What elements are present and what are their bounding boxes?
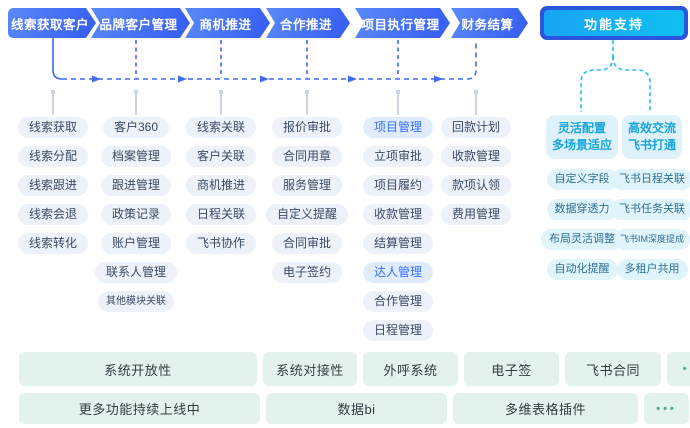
support-pill: 多租户共用: [616, 259, 688, 280]
flow-arrowhead-icon: [434, 75, 443, 83]
stage-arrow-oppty: 商机推进: [185, 8, 270, 38]
feature-pill: 政策记录: [100, 204, 171, 225]
column-leads: 线索获取 线索分配 线索跟进 线索会退 线索转化: [0, 117, 113, 254]
capability-box: 飞书合同: [565, 352, 661, 386]
feature-pill: 日程管理: [362, 320, 433, 341]
feature-pill: 合作管理: [362, 291, 433, 312]
feature-pill: 客户360: [102, 117, 170, 138]
capability-box: 更多功能持续上线中: [19, 393, 260, 424]
support-pill: 布局灵活调整: [541, 229, 623, 250]
flow-arrowhead-icon: [178, 75, 187, 83]
support-group-title: 高效交流 飞书打通: [621, 115, 682, 159]
feature-pill: 档案管理: [100, 146, 171, 167]
support-group-title: 灵活配置 多场景适应: [545, 115, 618, 159]
stage-arrow-leads: 线索获取客户: [8, 8, 96, 38]
feature-pill: 款项认领: [440, 175, 511, 196]
support-header-label: 功能支持: [544, 10, 684, 36]
feature-pill: 立项审批: [362, 146, 433, 167]
stage-arrow-brand: 品牌客户管理: [91, 8, 190, 38]
flow-arrowhead-icon: [260, 75, 269, 83]
feature-pill: 线索转化: [17, 233, 88, 254]
capability-box: 数据bi: [266, 393, 447, 424]
feature-pill: 商机推进: [185, 175, 256, 196]
stage-arrow-project: 项目执行管理: [355, 8, 450, 38]
more-ellipsis-icon: •••: [644, 393, 689, 424]
feature-pill: 联系人管理: [94, 262, 177, 283]
stage-arrow-coop: 合作推进: [266, 8, 350, 38]
support-group-feishu: 高效交流 飞书打通 飞书日程关联 飞书任务关联 飞书IM深度提成 多租户共用: [611, 115, 690, 280]
feature-pill: 合同审批: [271, 233, 342, 254]
column-oppty: 线索关联 客户关联 商机推进 日程关联 飞书协作: [161, 117, 281, 254]
column-brand: 客户360 档案管理 跟进管理 政策记录 账户管理 联系人管理 其他模块关联: [76, 117, 196, 312]
column-coop: 报价审批 合同用章 服务管理 自定义提醒 合同审批 电子签约: [247, 117, 367, 283]
support-pill: 数据穿透力: [546, 199, 618, 220]
support-pill: 飞书IM深度提成: [614, 229, 690, 250]
more-ellipsis-icon: •••: [667, 352, 690, 386]
feature-pill: 服务管理: [271, 175, 342, 196]
support-pill: 自动化提醒: [546, 259, 618, 280]
capability-row-1: 系统开放性 系统对接性 外呼系统 电子签 飞书合同 •••: [19, 352, 690, 386]
feature-pill: 报价审批: [271, 117, 342, 138]
flow-arrowhead-icon: [92, 75, 101, 83]
feature-pill-highlight: 达人管理: [362, 262, 433, 283]
feature-pill: 账户管理: [100, 233, 171, 254]
feature-pill: 线索会退: [17, 204, 88, 225]
capability-row-2: 更多功能持续上线中 数据bi 多维表格插件 •••: [19, 393, 689, 424]
feature-pill: 项目履约: [362, 175, 433, 196]
feature-pill: 飞书协作: [185, 233, 256, 254]
column-finance: 回款计划 收款管理 款项认领 费用管理: [416, 117, 536, 225]
capability-box: 外呼系统: [363, 352, 458, 386]
support-header-box: 功能支持: [540, 6, 688, 40]
support-group-config: 灵活配置 多场景适应 自定义字段 数据穿透力 布局灵活调整 自动化提醒: [541, 115, 623, 280]
flow-arrowhead-icon: [348, 75, 357, 83]
column-project: 项目管理 立项审批 项目履约 收款管理 结算管理 达人管理 合作管理 日程管理: [338, 117, 458, 341]
stage-arrow-finance: 财务结算: [451, 8, 528, 38]
feature-pill: 收款管理: [362, 204, 433, 225]
feature-pill: 费用管理: [440, 204, 511, 225]
capability-box: 多维表格插件: [453, 393, 638, 424]
feature-pill: 线索跟进: [17, 175, 88, 196]
capability-box: 系统开放性: [19, 352, 257, 386]
feature-pill: 客户关联: [185, 146, 256, 167]
support-pill: 自定义字段: [546, 169, 618, 190]
feature-pill: 线索分配: [17, 146, 88, 167]
capability-box: 系统对接性: [263, 352, 357, 386]
feature-pill: 自定义提醒: [265, 204, 348, 225]
feature-pill: 收款管理: [440, 146, 511, 167]
feature-pill: 日程关联: [185, 204, 256, 225]
feature-pill-highlight: 项目管理: [362, 117, 433, 138]
feature-pill: 结算管理: [362, 233, 433, 254]
feature-pill: 其他模块关联: [98, 291, 174, 312]
support-pill: 飞书日程关联: [611, 169, 690, 190]
feature-pill: 回款计划: [440, 117, 511, 138]
feature-pill: 线索关联: [185, 117, 256, 138]
capability-box: 电子签: [464, 352, 559, 386]
support-pill: 飞书任务关联: [611, 199, 690, 220]
feature-pill: 电子签约: [271, 262, 342, 283]
feature-pill: 线索获取: [17, 117, 88, 138]
feature-pill: 跟进管理: [100, 175, 171, 196]
feature-pill: 合同用章: [271, 146, 342, 167]
